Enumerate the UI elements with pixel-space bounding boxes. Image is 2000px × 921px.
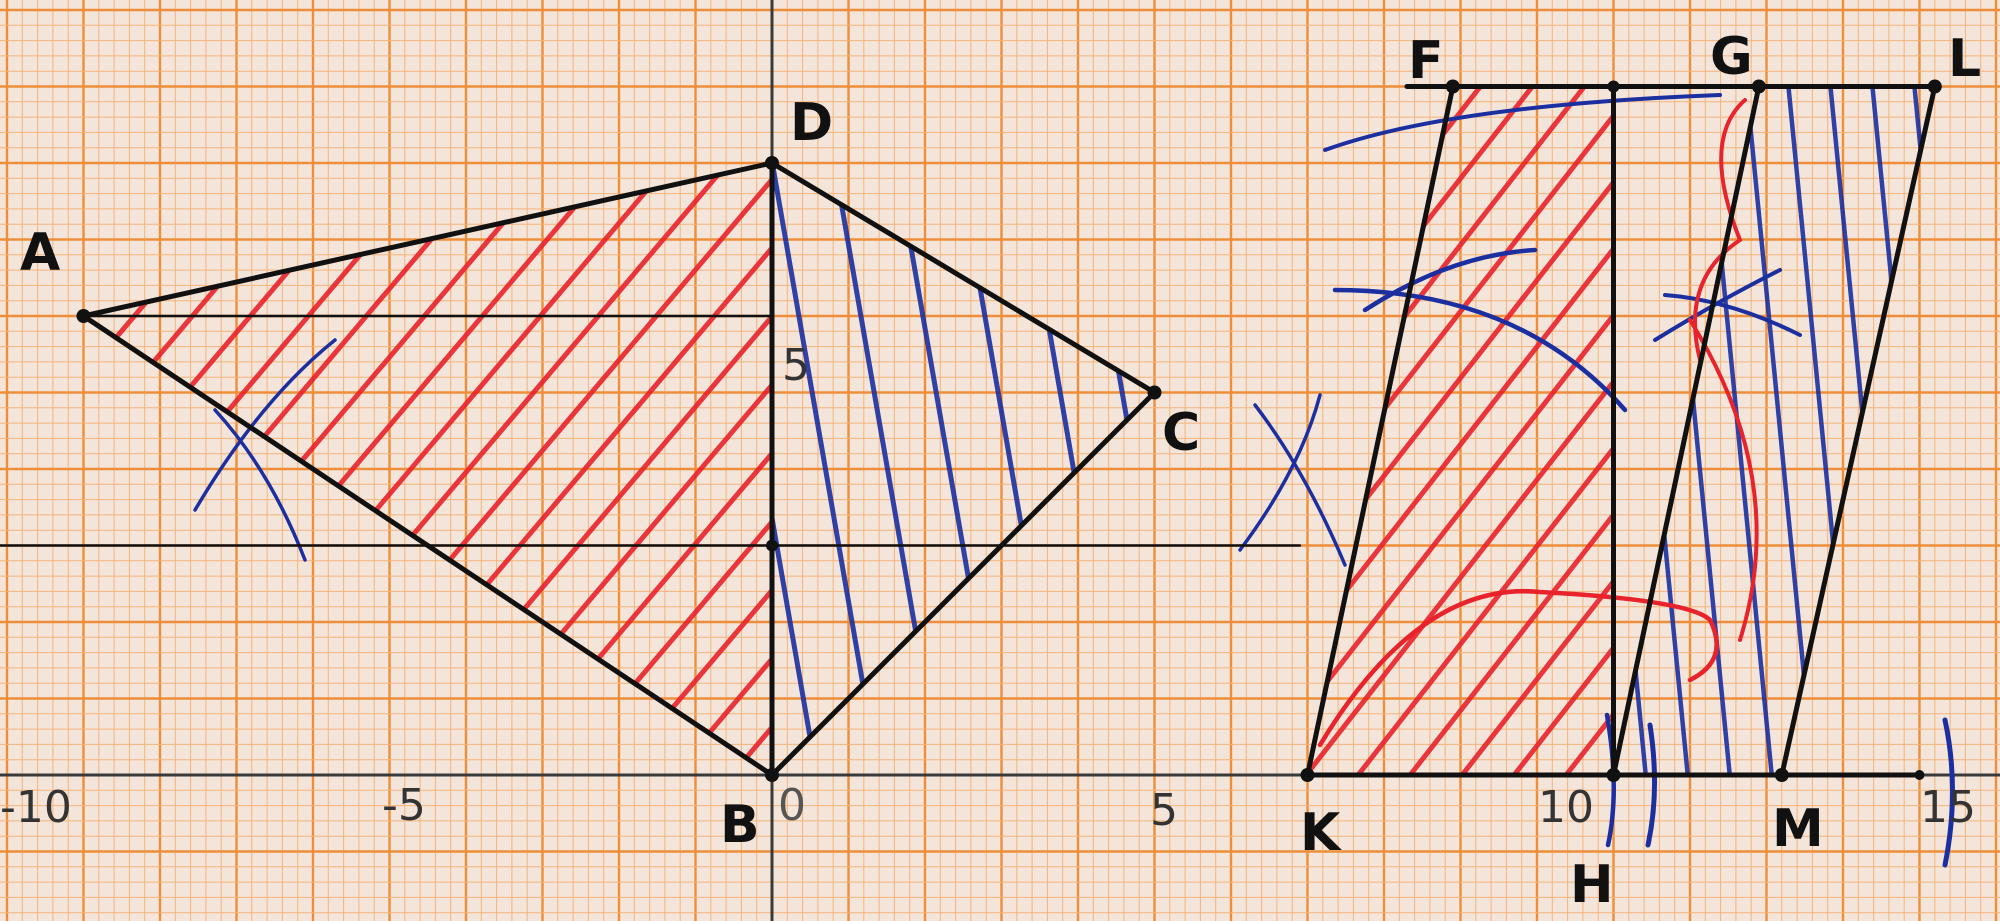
red-arc-right — [1688, 318, 1759, 642]
point-F — [1445, 79, 1460, 94]
arc-right-1 — [1253, 403, 1347, 567]
label-M: M — [1772, 799, 1824, 859]
point-D — [765, 156, 779, 170]
point-A — [76, 309, 91, 323]
red-hatch-right-stroke — [1307, 86, 1603, 775]
label-B: B — [720, 795, 760, 855]
point-B — [765, 768, 779, 782]
x-tick-neg10: -10 — [0, 782, 72, 833]
arc-left-2 — [193, 338, 337, 512]
red-hatch-right-stroke — [1397, 86, 1614, 775]
vertex-points — [76, 79, 1942, 782]
point-L — [1927, 79, 1942, 94]
arc-far-right — [1942, 717, 1955, 868]
red-hatch-right-stroke — [1307, 86, 1614, 775]
point-M — [1774, 768, 1789, 782]
axis-tick-labels: -10 -5 0 5 10 15 5 — [0, 340, 1976, 836]
label-L: L — [1948, 29, 1981, 89]
polygon-edges — [0, 84, 1938, 778]
label-C: C — [1162, 403, 1200, 463]
y-tick-5: 5 — [782, 340, 810, 391]
x-tick-15: 15 — [1920, 782, 1976, 833]
red-arc-top — [1693, 98, 1747, 362]
arc-right-2 — [1238, 393, 1322, 552]
point-top-vertical — [1607, 80, 1620, 93]
label-A: A — [20, 223, 60, 283]
point-H — [1606, 768, 1621, 782]
segment-AD — [81, 160, 775, 319]
label-D: D — [790, 93, 833, 153]
segment-LM — [1779, 84, 1938, 778]
segment-FK — [1305, 84, 1456, 778]
segment-GH — [1611, 84, 1762, 778]
x-tick-0: 0 — [778, 780, 806, 831]
point-G — [1751, 79, 1766, 94]
label-H: H — [1570, 855, 1614, 915]
segment-CB — [769, 390, 1157, 778]
point-K — [1300, 768, 1315, 782]
red-hatch-right-stroke — [1307, 86, 1614, 775]
arc-H-2 — [1604, 712, 1616, 848]
arc-H-1 — [1645, 722, 1658, 848]
x-tick-5: 5 — [1150, 785, 1178, 836]
label-G: G — [1710, 27, 1753, 87]
construction-arcs — [193, 93, 1955, 868]
segment-DC — [769, 160, 1157, 395]
label-K: K — [1300, 803, 1342, 863]
red-hatch-right-stroke — [1307, 86, 1614, 775]
arc-x-1 — [1663, 293, 1802, 337]
vertex-labels: A B C D F G L K H M — [20, 27, 1981, 915]
x-tick-10: 10 — [1538, 782, 1594, 833]
point-axis-15 — [1914, 770, 1925, 780]
red-hatch-right-stroke — [1307, 86, 1614, 775]
point-C — [1147, 385, 1162, 400]
label-F: F — [1408, 31, 1444, 91]
red-hatch-right-stroke — [1307, 86, 1614, 775]
x-tick-neg5: -5 — [382, 780, 426, 831]
red-hatch-right-stroke — [1307, 86, 1614, 775]
arc-mid-2 — [1362, 247, 1538, 313]
arc-left-1 — [213, 408, 307, 562]
red-arc-bottom — [1317, 588, 1719, 748]
red-hatch-right-stroke — [1449, 86, 1614, 775]
arc-top — [1323, 93, 1722, 152]
point-midpoint-BD — [766, 539, 778, 552]
arc-mid — [1332, 287, 1628, 413]
red-hatch-right-stroke — [1307, 86, 1614, 775]
arc-x-2 — [1653, 268, 1782, 342]
red-hatch-right-stroke — [1345, 86, 1614, 775]
